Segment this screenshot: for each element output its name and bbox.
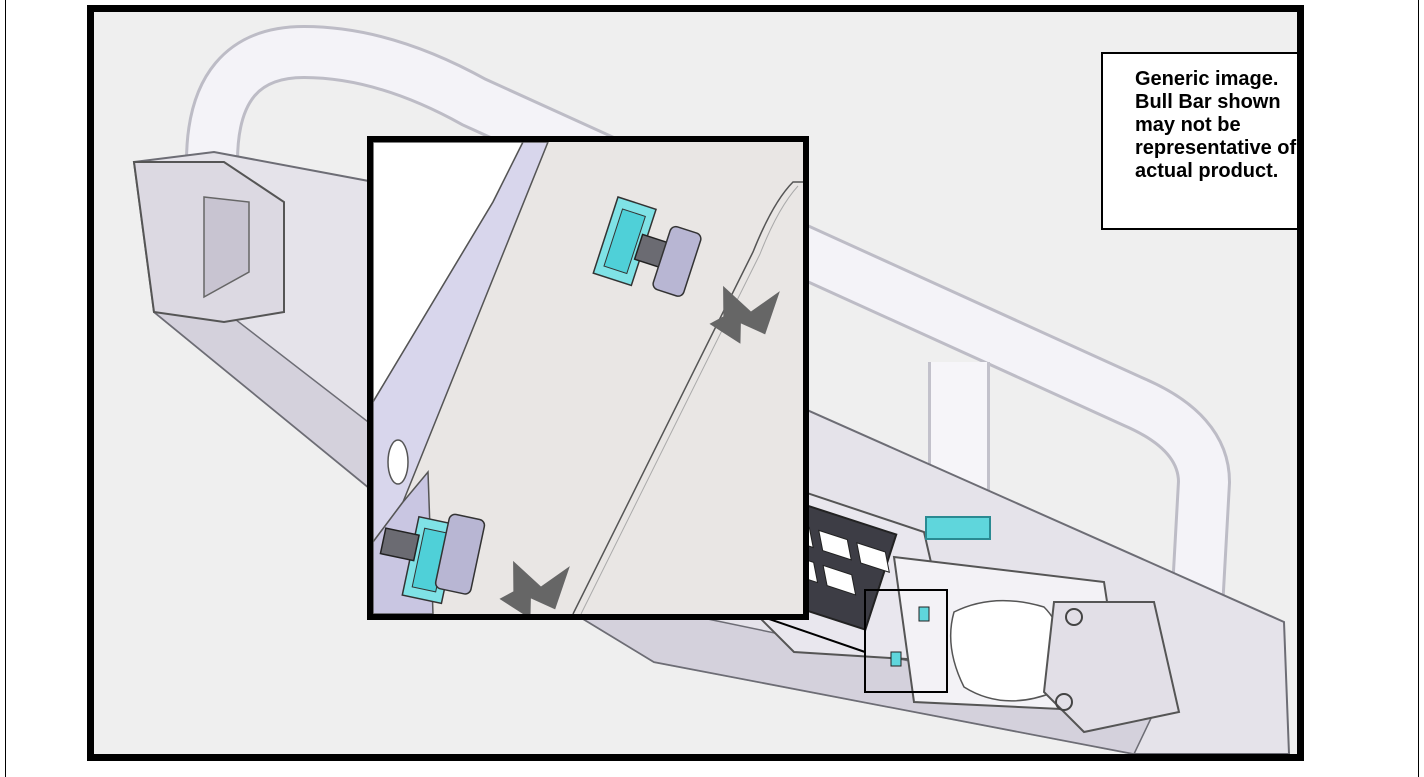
disclaimer-text: Generic image. Bull Bar shown may not be…	[1135, 68, 1297, 182]
callout-box	[864, 589, 948, 693]
right-margin-rule	[1418, 0, 1419, 777]
right-end-plate	[1042, 601, 1181, 734]
left-margin-rule	[5, 0, 6, 777]
arrow-lower-icon	[499, 560, 570, 614]
disclaimer-note: Generic image. Bull Bar shown may not be…	[1101, 52, 1297, 230]
detail-inset	[367, 136, 809, 620]
arrow-upper-icon	[709, 285, 780, 344]
detail-illustration	[373, 142, 803, 614]
figure-frame: Generic image. Bull Bar shown may not be…	[87, 5, 1304, 761]
upper-clip	[592, 196, 702, 297]
upright-clip	[925, 516, 991, 540]
lower-clip	[379, 513, 486, 605]
